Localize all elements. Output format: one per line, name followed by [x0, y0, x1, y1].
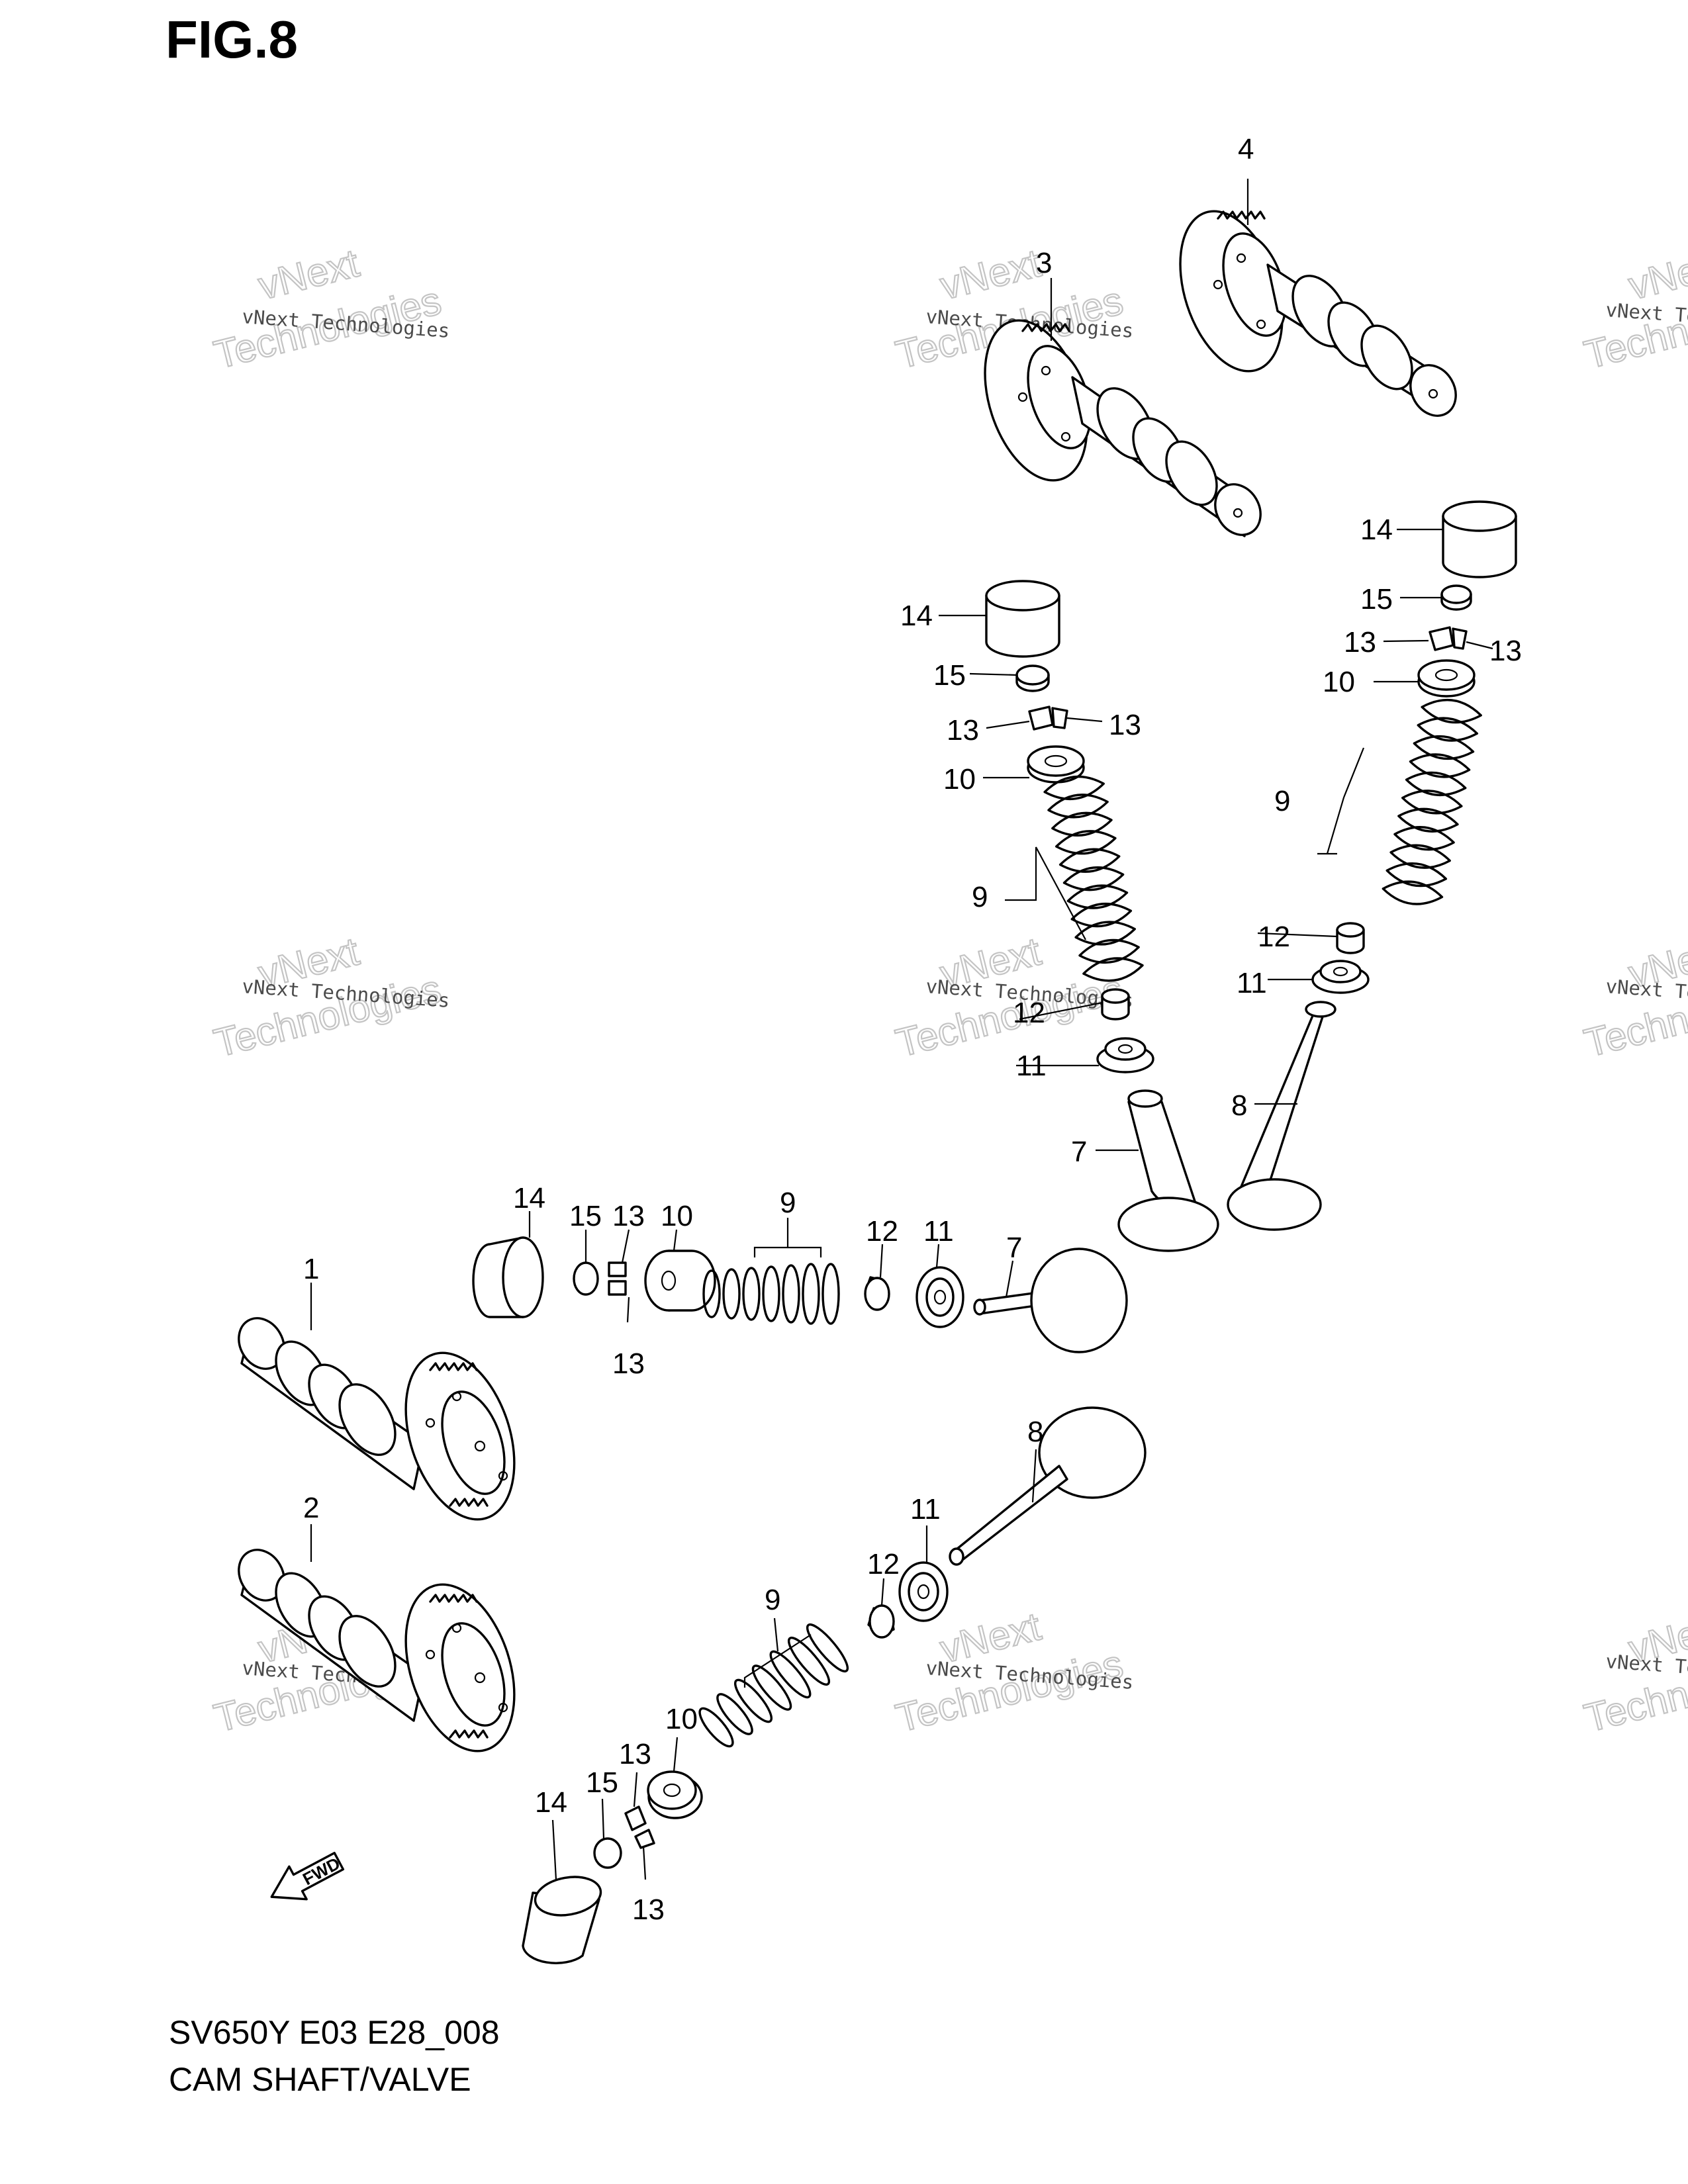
callout-13: 13: [1109, 709, 1141, 741]
part-name: CAM SHAFT/VALVE: [169, 2061, 471, 2098]
callout-11: 11: [1016, 1050, 1047, 1082]
callout-11: 11: [1237, 967, 1267, 999]
callout-13: 13: [632, 1893, 665, 1926]
callout-2: 2: [303, 1492, 319, 1524]
camshaft-3: [984, 319, 1262, 537]
callout-9: 9: [1274, 785, 1290, 817]
callout-12: 12: [1258, 921, 1290, 953]
lower-spring: [698, 1623, 849, 1748]
watermark-vnext: vNext: [254, 240, 363, 308]
callout-13: 13: [1489, 635, 1522, 667]
callout-7: 7: [1006, 1232, 1022, 1264]
callout-14: 14: [900, 600, 933, 632]
fwd-label: FWD: [299, 1853, 343, 1889]
callout-10: 10: [943, 763, 976, 796]
camshaft-2: [238, 1549, 516, 1752]
callout-10: 10: [1323, 666, 1355, 698]
callout-14: 14: [513, 1182, 545, 1214]
callout-10: 10: [665, 1703, 698, 1735]
camshaft-1: [238, 1317, 516, 1521]
callout-labels: 4 3 14 15 13 13 10 9 12 11 7 14 15 13 13…: [303, 133, 1522, 1926]
valve-assembly-upper-middle: [985, 580, 1219, 1252]
horizontal-spring: [702, 1263, 840, 1325]
callout-14: 14: [535, 1786, 567, 1819]
camshaft-4: [1179, 210, 1457, 417]
model-code: SV650Y E03 E28_008: [169, 2014, 500, 2051]
figure-title: FIG.8: [165, 10, 299, 69]
callout-14: 14: [1360, 514, 1393, 546]
callout-13: 13: [612, 1200, 645, 1232]
callout-7: 7: [1071, 1136, 1087, 1168]
callout-12: 12: [866, 1215, 898, 1248]
watermark-vnext: vNext: [1624, 240, 1688, 308]
callout-13: 13: [947, 714, 979, 747]
callout-13: 13: [1344, 626, 1376, 659]
callout-11: 11: [910, 1493, 941, 1525]
callout-8: 8: [1231, 1089, 1247, 1122]
callout-15: 15: [933, 659, 966, 692]
callout-12: 12: [1013, 997, 1045, 1029]
callout-3: 3: [1036, 247, 1052, 279]
leader-lines: [310, 179, 1493, 1880]
callout-9: 9: [780, 1187, 796, 1219]
callout-11: 11: [923, 1215, 954, 1248]
callout-4: 4: [1238, 133, 1254, 165]
callout-13: 13: [612, 1347, 645, 1380]
watermark-group: vNext Technologies vNext Technologies vN…: [209, 240, 1688, 1741]
callout-1: 1: [303, 1253, 319, 1285]
callout-15: 15: [586, 1766, 618, 1799]
valve-assembly-lower: [522, 1406, 1147, 1964]
fwd-arrow-icon: FWD: [270, 1852, 345, 1901]
watermark-vnext: vNext: [936, 240, 1045, 308]
callout-15: 15: [1360, 583, 1393, 615]
callout-9: 9: [765, 1584, 780, 1616]
callout-9: 9: [972, 881, 988, 913]
valve-assembly-middle-horizontal: [472, 1236, 1128, 1353]
callout-15: 15: [569, 1200, 602, 1232]
callout-8: 8: [1027, 1416, 1043, 1448]
callout-13: 13: [619, 1738, 651, 1770]
callout-10: 10: [661, 1200, 693, 1232]
callout-12: 12: [867, 1548, 900, 1580]
